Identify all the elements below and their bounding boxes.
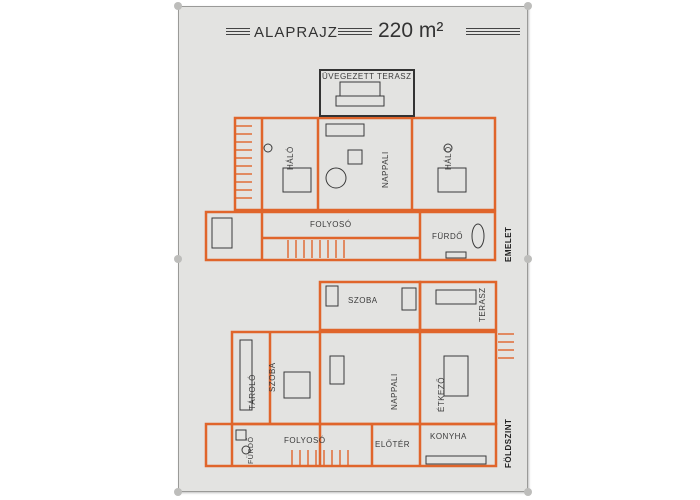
title-decor-middle [338, 28, 372, 40]
clip-top-right [524, 2, 532, 10]
clip-mid-right [524, 255, 532, 263]
label-ground-living: NAPPALI [390, 373, 399, 410]
clip-bottom-right [524, 488, 532, 496]
label-upper-corridor: FOLYOSÓ [310, 220, 352, 229]
plan-area: 220 m² [378, 19, 444, 42]
upper-furniture [211, 81, 485, 259]
label-ground-floor: FÖLDSZINT [504, 418, 513, 468]
label-upper-bathroom: FÜRDŐ [432, 232, 463, 241]
label-ground-room-left: SZOBA [268, 362, 277, 392]
label-ground-storage: TÁROLÓ [248, 374, 257, 410]
label-ground-bathroom: FÜRDŐ [248, 436, 255, 464]
label-upper-floor: EMELET [504, 226, 513, 262]
label-upper-bedroom-right: HÁLÓ [444, 146, 453, 170]
upper-floor-walls [204, 116, 497, 262]
glass-terrace-outline [319, 69, 415, 117]
floor-plan-sheet [178, 6, 528, 492]
label-upper-bedroom-left: HÁLÓ [286, 146, 295, 170]
clip-top-left [174, 2, 182, 10]
label-ground-corridor: FOLYOSÓ [284, 436, 326, 445]
ground-floor-walls [204, 280, 498, 468]
ground-furniture [235, 285, 487, 465]
title-decor-right [466, 28, 520, 40]
label-ground-entrance: ELŐTÉR [375, 440, 411, 449]
ground-stairs [291, 333, 514, 466]
clip-bottom-left [174, 488, 182, 496]
label-glass-terrace: ÜVEGEZETT TERASZ [322, 72, 412, 81]
clip-mid-left [174, 255, 182, 263]
plan-title: ALAPRAJZ [254, 24, 338, 41]
label-ground-room-top: SZOBA [348, 296, 378, 305]
title-decor-left [226, 28, 250, 40]
label-upper-living: NAPPALI [381, 151, 390, 188]
upper-stairs [236, 125, 345, 258]
label-ground-kitchen: KONYHA [430, 432, 467, 441]
label-ground-dining: ÉTKEZŐ [437, 376, 446, 412]
label-ground-terrace: TERASZ [478, 287, 487, 322]
